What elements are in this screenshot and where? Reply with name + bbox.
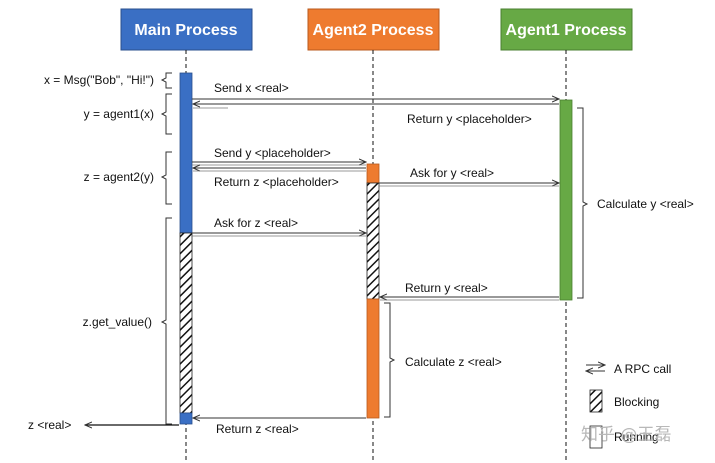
main-process-header: Main Process	[120, 8, 253, 51]
main-running-bar	[179, 72, 193, 234]
msg-send-y-placeholder-label: Send y <placeholder>	[214, 146, 331, 160]
watermark: 知乎 @王磊	[581, 425, 671, 445]
msg-ask-y: Ask for y <real>	[379, 166, 559, 186]
label-get-value: z.get_value()	[83, 315, 152, 329]
msg-return-y-real-label: Return y <real>	[405, 281, 488, 295]
msg-ask-y-label: Ask for y <real>	[410, 166, 494, 180]
z-output: z <real>	[28, 418, 179, 432]
agent2-running-bar-calc	[366, 298, 380, 419]
label-calc-y: Calculate y <real>	[597, 197, 694, 211]
main-process-title: Main Process	[134, 22, 237, 39]
label-msg: x = Msg("Bob", "Hi!")	[44, 73, 154, 87]
legend-blocking-label: Blocking	[614, 395, 659, 409]
msg-return-z-real: Return z <real>	[193, 418, 366, 436]
label-y-assign: y = agent1(x)	[84, 107, 154, 121]
msg-return-y-real: Return y <real>	[380, 281, 559, 300]
legend-blocking: Blocking	[589, 389, 659, 413]
legend-rpc: A RPC call	[586, 362, 671, 376]
msg-send-x-label: Send x <real>	[214, 81, 289, 95]
agent1-process-header: Agent1 Process	[500, 8, 633, 51]
msg-ask-z: Ask for z <real>	[192, 216, 366, 236]
legend-rpc-label: A RPC call	[614, 362, 671, 376]
legend-running: Running	[589, 425, 659, 449]
msg-return-y-placeholder: Return y <placeholder>	[193, 104, 559, 126]
msg-send-x: Send x <real>	[192, 81, 559, 99]
main-blocking-bar	[179, 232, 193, 414]
brace-calc-y	[577, 107, 589, 299]
agent2-process-header: Agent2 Process	[307, 8, 440, 51]
msg-send-y-placeholder: Send y <placeholder>	[192, 146, 366, 165]
brace-get-value	[160, 217, 172, 425]
agent2-blocking-bar	[366, 182, 380, 300]
brace-y-assign	[160, 93, 172, 135]
label-z-assign: z = agent2(y)	[84, 170, 154, 184]
msg-return-y-placeholder-label: Return y <placeholder>	[407, 112, 532, 126]
msg-ask-z-label: Ask for z <real>	[214, 216, 298, 230]
agent1-running-bar	[559, 99, 573, 301]
msg-return-z-placeholder-label: Return z <placeholder>	[214, 175, 339, 189]
label-calc-z: Calculate z <real>	[405, 355, 502, 369]
legend: A RPC call Blocking Running	[586, 362, 671, 449]
label-z-out: z <real>	[28, 418, 71, 432]
agent2-process-title: Agent2 Process	[313, 22, 434, 39]
legend-running-label: Running	[614, 430, 659, 444]
agent2-running-bar	[366, 163, 380, 184]
brace-calc-z	[384, 302, 396, 418]
agent1-process-title: Agent1 Process	[506, 22, 627, 39]
brace-msg	[160, 72, 172, 89]
main-running-bar-end	[179, 412, 193, 425]
brace-z-assign	[160, 151, 172, 205]
msg-return-z-real-label: Return z <real>	[216, 422, 299, 436]
msg-return-z-placeholder: Return z <placeholder>	[193, 168, 366, 189]
